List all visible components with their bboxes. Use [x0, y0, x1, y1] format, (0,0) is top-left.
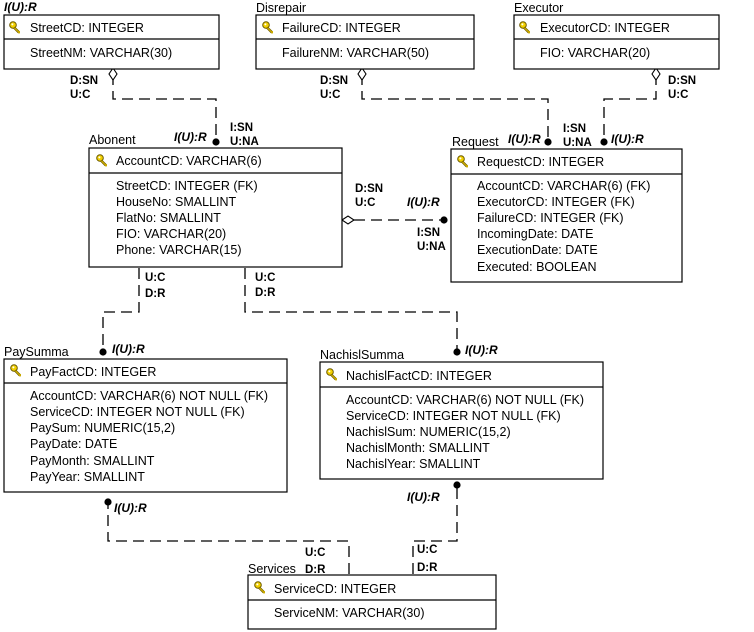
entity-paysumma[interactable]: PayFactCD: INTEGER AccountCD: VARCHAR(6)… [3, 358, 288, 493]
entity-request-key-field: RequestCD: INTEGER [477, 155, 604, 169]
request-top-label-1: I(U):R [508, 132, 541, 146]
entity-disrepair-field-1: FailureNM: VARCHAR(50) [282, 46, 429, 60]
entity-nachislsumma-key-field: NachislFactCD: INTEGER [346, 369, 492, 383]
relationship-abonent-paysumma [99, 268, 140, 356]
entity-request-field-2: ExecutorCD: INTEGER (FK) [477, 195, 635, 209]
request-top-label-2: I:SN [563, 123, 586, 135]
entity-services-field-1: ServiceNM: VARCHAR(30) [274, 606, 425, 620]
relationship-street-abonent [108, 67, 220, 146]
services-right-label-2: D:R [417, 562, 438, 574]
entity-request-field-3: FailureCD: INTEGER (FK) [477, 211, 624, 225]
entity-street-key-field: StreetCD: INTEGER [30, 21, 144, 35]
pay-bottom-label: I(U):R [114, 501, 147, 515]
entity-street[interactable]: StreetCD: INTEGER StreetNM: VARCHAR(30) [3, 14, 220, 70]
abonent-request-parent-label-2: U:C [355, 197, 375, 209]
entity-nachislsumma[interactable]: NachislFactCD: INTEGER AccountCD: VARCHA… [319, 361, 604, 480]
executor-request-parent-label-1: D:SN [668, 75, 696, 87]
entity-request-field-5: ExecutionDate: DATE [477, 243, 598, 257]
entity-nachislsumma-field-5: NachislYear: SMALLINT [346, 457, 481, 471]
services-left-label-1: U:C [305, 547, 325, 559]
relationship-executor-request [600, 67, 661, 146]
entity-services-name: Services [248, 562, 296, 576]
entity-executor-field-1: FIO: VARCHAR(20) [540, 46, 650, 60]
street-abonent-parent-label-1: D:SN [70, 75, 98, 87]
entity-services[interactable]: ServiceCD: INTEGER ServiceNM: VARCHAR(30… [247, 574, 497, 630]
abonent-request-parent-label-1: D:SN [355, 183, 383, 195]
entity-abonent[interactable]: AccountCD: VARCHAR(6) StreetCD: INTEGER … [88, 147, 343, 268]
abonent-nachisl-parent-label-1: U:C [255, 272, 275, 284]
street-abonent-child-label-2: I:SN [230, 122, 253, 134]
entity-request-field-6: Executed: BOOLEAN [477, 260, 597, 274]
entity-abonent-field-5: Phone: VARCHAR(15) [116, 243, 242, 257]
relationship-abonent-request [341, 215, 448, 225]
abonent-request-child-label-1: I(U):R [407, 195, 440, 209]
entity-nachislsumma-field-2: ServiceCD: INTEGER NOT NULL (FK) [346, 409, 561, 423]
entity-abonent-field-1: StreetCD: INTEGER (FK) [116, 179, 258, 193]
entity-executor[interactable]: ExecutorCD: INTEGER FIO: VARCHAR(20) [513, 14, 720, 70]
street-abonent-parent-label-2: U:C [70, 89, 90, 101]
entity-request-field-4: IncomingDate: DATE [477, 227, 593, 241]
entity-paysumma-field-4: PayDate: DATE [30, 437, 117, 451]
request-top-label-4: I(U):R [611, 132, 644, 146]
nachisl-bottom-label: I(U):R [407, 490, 440, 504]
entity-paysumma-field-1: AccountCD: VARCHAR(6) NOT NULL (FK) [30, 389, 268, 403]
entity-disrepair-key-field: FailureCD: INTEGER [282, 21, 401, 35]
entity-request[interactable]: RequestCD: INTEGER AccountCD: VARCHAR(6)… [450, 148, 683, 283]
abonent-pay-parent-label-2: D:R [145, 288, 166, 300]
entity-nachislsumma-name: NachislSumma [320, 348, 404, 362]
entity-executor-key-field: ExecutorCD: INTEGER [540, 21, 670, 35]
services-left-label-2: D:R [305, 564, 326, 576]
entity-nachislsumma-field-4: NachislMonth: SMALLINT [346, 441, 490, 455]
entity-paysumma-field-2: ServiceCD: INTEGER NOT NULL (FK) [30, 405, 245, 419]
entity-abonent-key-field: AccountCD: VARCHAR(6) [116, 154, 262, 168]
entity-street-field-1: StreetNM: VARCHAR(30) [30, 46, 172, 60]
entity-request-field-1: AccountCD: VARCHAR(6) (FK) [477, 179, 650, 193]
entity-abonent-field-2: HouseNo: SMALLINT [116, 195, 237, 209]
disrepair-request-parent-label-2: U:C [320, 89, 340, 101]
entity-request-name: Request [452, 135, 499, 149]
abonent-nachisl-parent-label-2: D:R [255, 287, 276, 299]
executor-request-parent-label-2: U:C [668, 89, 688, 101]
nachisl-child-label: I(U):R [465, 343, 498, 357]
relationship-services-paysumma [104, 498, 350, 574]
entity-executor-name: Executor [514, 1, 563, 15]
relationship-abonent-nachislsumma [244, 268, 461, 356]
entity-paysumma-field-3: PaySum: NUMERIC(15,2) [30, 421, 175, 435]
entity-abonent-field-3: FlatNo: SMALLINT [116, 211, 221, 225]
relationship-services-nachislsumma [412, 481, 461, 574]
disrepair-request-parent-label-1: D:SN [320, 75, 348, 87]
entity-paysumma-field-5: PayMonth: SMALLINT [30, 454, 155, 468]
entity-paysumma-field-6: PayYear: SMALLINT [30, 470, 145, 484]
entity-abonent-field-4: FIO: VARCHAR(20) [116, 227, 226, 241]
street-abonent-child-label-1: I(U):R [174, 130, 207, 144]
entity-disrepair[interactable]: FailureCD: INTEGER FailureNM: VARCHAR(50… [255, 14, 475, 70]
entity-paysumma-name: PaySumma [4, 345, 69, 359]
entity-abonent-name: Abonent [89, 133, 136, 147]
abonent-pay-parent-label-1: U:C [145, 272, 165, 284]
entity-paysumma-key-field: PayFactCD: INTEGER [30, 365, 156, 379]
abonent-request-child-label-3: U:NA [417, 241, 446, 253]
street-top-label: I(U):R [4, 0, 37, 14]
entity-services-key-field: ServiceCD: INTEGER [274, 582, 396, 596]
pay-child-label: I(U):R [112, 342, 145, 356]
entity-nachislsumma-field-3: NachislSum: NUMERIC(15,2) [346, 425, 511, 439]
entity-disrepair-name: Disrepair [256, 1, 306, 15]
entity-nachislsumma-field-1: AccountCD: VARCHAR(6) NOT NULL (FK) [346, 393, 584, 407]
relationship-disrepair-request [357, 67, 552, 146]
abonent-request-child-label-2: I:SN [417, 227, 440, 239]
request-top-label-3: U:NA [563, 137, 592, 149]
services-right-label-1: U:C [417, 544, 437, 556]
street-abonent-child-label-3: U:NA [230, 136, 259, 148]
